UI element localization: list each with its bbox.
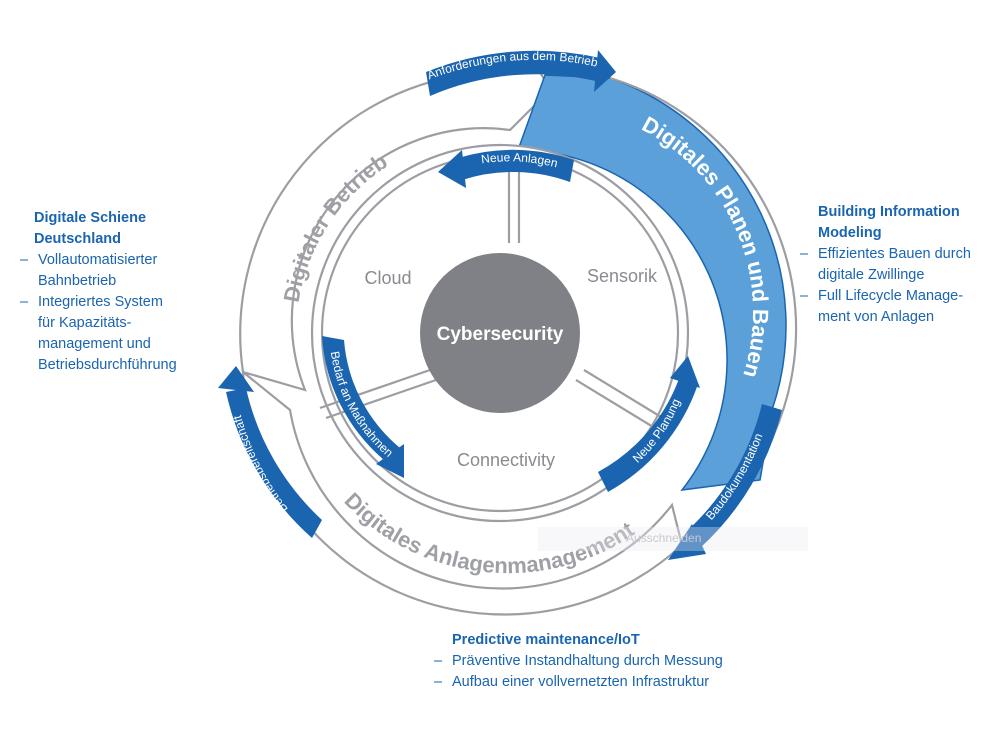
- core-circle: [420, 253, 580, 413]
- arrow-anforderungen-head: [594, 50, 616, 92]
- bottom-block-list: – Präventive Instandhaltung durch Messun…: [434, 651, 774, 693]
- ring-betrieb-outline: [239, 70, 552, 392]
- arrow-neue-anlagen-band: [458, 149, 574, 182]
- arrow-neue-planung-head: [670, 356, 700, 388]
- left-info-block: Digitale Schiene Deutschland – Vollautom…: [20, 208, 220, 376]
- dash-bullet: –: [20, 294, 29, 310]
- bottom-info-block: Predictive maintenance/IoT – Präventive …: [434, 630, 774, 693]
- arrow-betriebsbereitschaft-head: [218, 366, 254, 392]
- list-item: – Präventive Instandhaltung durch Messun…: [434, 651, 774, 672]
- arrow-baudokumentation-head: [668, 524, 706, 560]
- arrow-neue-planung-band: [598, 376, 698, 492]
- dash-bullet: –: [800, 288, 809, 304]
- list-item-text: Vollautomatisierter: [38, 252, 158, 268]
- right-info-block: Building Information Modeling – Effizien…: [800, 202, 1000, 328]
- arrow-neue-anlagen-head: [438, 150, 466, 188]
- bottom-block-title: Predictive maintenance/IoT: [452, 632, 640, 648]
- list-item-text: management und: [38, 336, 151, 352]
- list-item: – Integriertes System für Kapazitäts- ma…: [20, 292, 220, 376]
- list-item: – Full Lifecycle Manage- ment von Anlage…: [800, 286, 1000, 328]
- list-item-text: Präventive Instandhaltung durch Messung: [452, 653, 723, 669]
- arrow-betriebsbereitschaft-band: [226, 388, 322, 538]
- sector-cloud: Cloud: [364, 268, 411, 288]
- left-block-title-1: Digitale Schiene: [34, 210, 147, 226]
- list-item-text: digitale Zwillinge: [818, 267, 925, 283]
- list-item: – Aufbau einer vollvernetzten Infrastruk…: [434, 672, 774, 693]
- spoke-right: [575, 369, 667, 431]
- arrow-bedarf-head: [376, 444, 404, 478]
- list-item-text: Integriertes System: [38, 294, 163, 310]
- list-item-text: Aufbau einer vollvernetzten Infrastruktu…: [452, 674, 710, 690]
- list-item-text: Betriebsdurchführung: [38, 357, 177, 373]
- arrow-bedarf-band: [322, 336, 400, 460]
- dash-bullet: –: [20, 252, 29, 268]
- left-block-title-2: Deutschland: [34, 231, 122, 247]
- watermark-overlay: Ausschneiden: [538, 527, 808, 551]
- list-item-text: Bahnbetrieb: [38, 273, 117, 289]
- left-block-list: – Vollautomatisierter Bahnbetrieb – Inte…: [20, 250, 220, 376]
- arrow-neue-anlagen: Neue Anlagen: [438, 149, 574, 188]
- sector-sensorik: Sensorik: [587, 266, 658, 286]
- list-item: – Vollautomatisierter Bahnbetrieb: [20, 250, 220, 292]
- list-item-text: Effizientes Bauen durch: [818, 246, 971, 262]
- list-item-text: ment von Anlagen: [818, 309, 935, 325]
- ring-planen-band: [516, 74, 787, 491]
- dash-bullet: –: [800, 246, 809, 262]
- dash-bullet: –: [434, 653, 443, 669]
- arrow-anforderungen-band: [426, 50, 600, 96]
- right-block-title-2: Modeling: [818, 225, 882, 241]
- dash-bullet: –: [434, 674, 443, 690]
- list-item-text: Full Lifecycle Manage-: [818, 288, 964, 304]
- list-item-text: für Kapazitäts-: [38, 315, 132, 331]
- watermark-text: Ausschneiden: [626, 531, 702, 545]
- core-label: Cybersecurity: [437, 324, 564, 345]
- arrow-baudokumentation-band: [688, 404, 782, 548]
- right-block-list: – Effizientes Bauen durch digitale Zwill…: [800, 244, 1000, 328]
- sector-connectivity: Connectivity: [457, 450, 555, 470]
- list-item: – Effizientes Bauen durch digitale Zwill…: [800, 244, 1000, 286]
- core: Cybersecurity: [420, 253, 580, 413]
- right-block-title-1: Building Information: [818, 204, 960, 220]
